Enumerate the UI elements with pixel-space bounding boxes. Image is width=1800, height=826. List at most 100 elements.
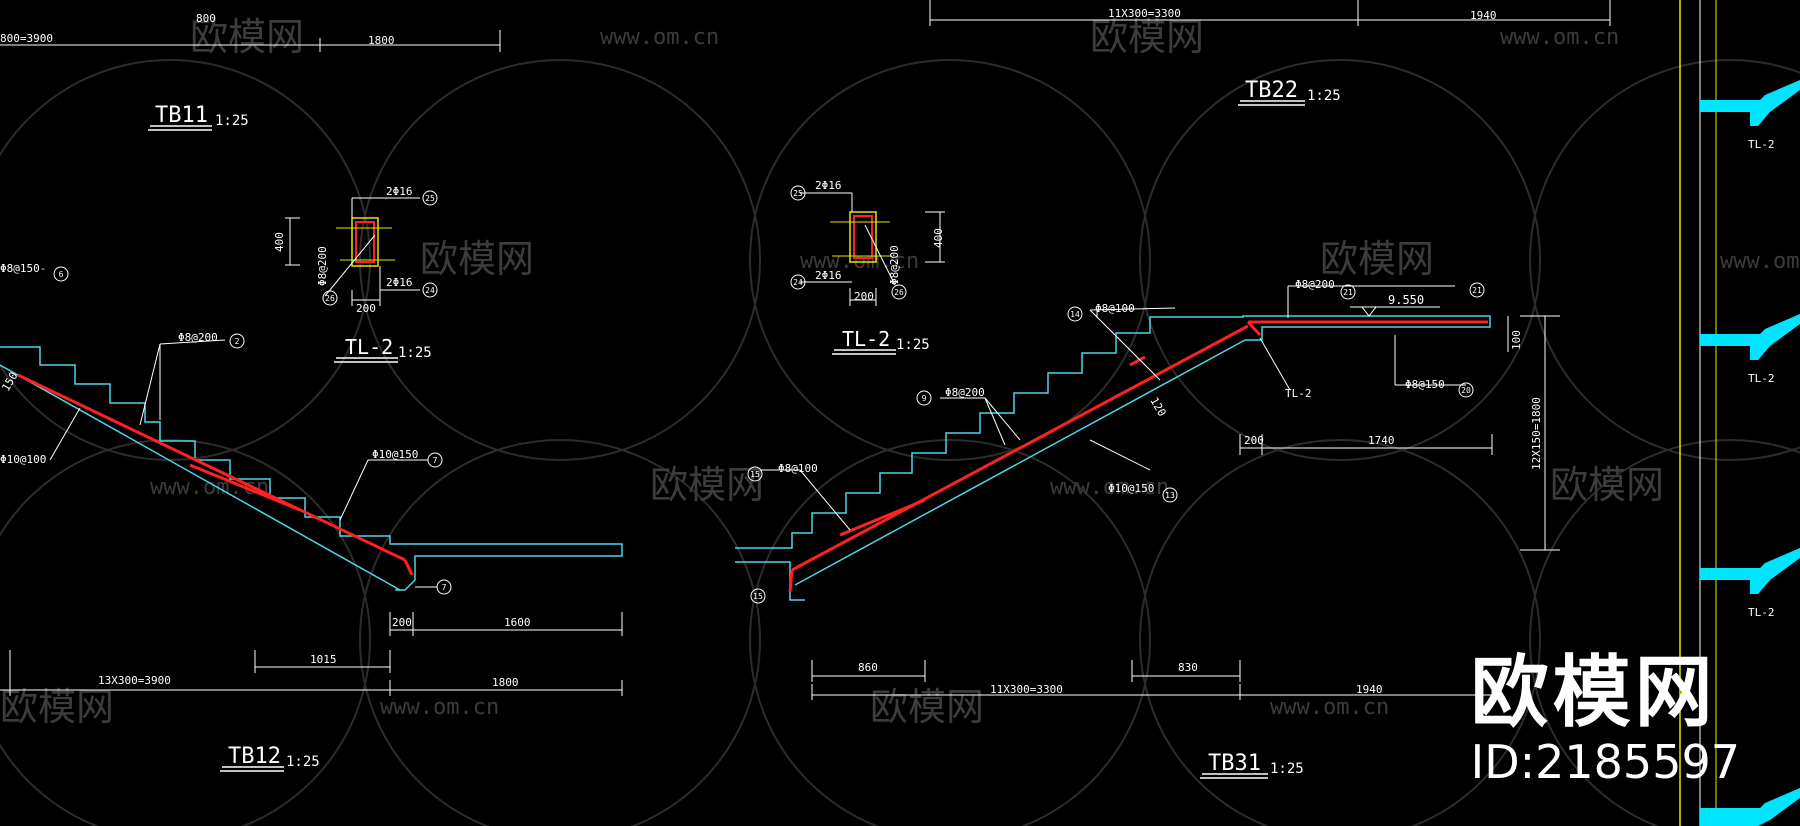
side-label: TL-2 — [1748, 138, 1775, 151]
title-tb31: TB31 — [1208, 751, 1261, 776]
dim-text: 1800 — [368, 34, 395, 47]
side-sections — [1700, 80, 1800, 826]
title-tb31-scale: 1:25 — [1270, 761, 1304, 777]
left-stair-leaders — [49, 339, 437, 588]
svg-text:21: 21 — [1472, 286, 1482, 295]
dim-text: 1940 — [1470, 9, 1497, 22]
dim-text: 13X300=3900 — [98, 674, 171, 687]
svg-text:2: 2 — [235, 337, 240, 346]
svg-text:25: 25 — [793, 189, 803, 198]
dim-text: 800 — [196, 12, 216, 25]
dim-text: 200 — [392, 616, 412, 629]
title-tb11: TB11 — [155, 103, 208, 128]
svg-text:9: 9 — [922, 394, 927, 403]
right-stair-rebar — [788, 320, 1488, 593]
tl2-right-section: 2Φ16 2Φ16 Φ8@200 400 200 — [800, 179, 945, 306]
title-tb22: TB22 — [1245, 78, 1298, 103]
svg-text:15: 15 — [750, 470, 760, 479]
dim-text: 11X300=3300 — [1108, 7, 1181, 20]
dim-text: 860 — [858, 661, 878, 674]
rebar-label: Φ8@200 — [316, 246, 329, 286]
side-label: TL-2 — [1748, 372, 1775, 385]
watermark-brand: 欧模网 — [870, 685, 984, 729]
title-tb12-scale: 1:25 — [286, 754, 320, 770]
watermark-site: www.om.cn — [380, 695, 499, 720]
watermark-site: www.om.cn — [1050, 475, 1169, 500]
svg-text:9.550: 9.550 — [1388, 293, 1424, 307]
svg-text:7: 7 — [442, 583, 447, 592]
dim-text: 120 — [1147, 395, 1168, 419]
dim-text: 800=3900 — [0, 32, 53, 45]
svg-text:25: 25 — [425, 194, 435, 203]
rebar-label: Φ8@200 — [1295, 278, 1335, 291]
rebar-label: Φ8@200 — [945, 386, 985, 399]
watermark-site: www.om.cn — [600, 25, 719, 50]
dim-text: 400 — [932, 228, 945, 248]
left-stair-rebar — [17, 373, 414, 576]
watermark-brand: 欧模网 — [190, 15, 304, 59]
title-tl2-left-scale: 1:25 — [398, 345, 432, 361]
watermark-brand: 欧模网 — [1550, 463, 1664, 507]
title-tl2-right: TL-2 — [842, 327, 890, 351]
rebar-label: 2Φ16 — [815, 179, 842, 192]
dim-text: 400 — [273, 232, 286, 252]
rebar-label: 2Φ16 — [815, 269, 842, 282]
watermark-logo: 欧模网 ID:2185597 — [1471, 650, 1740, 788]
watermark-site: www.om.cn — [1270, 695, 1389, 720]
title-tb22-scale: 1:25 — [1307, 88, 1341, 104]
tl2-left-section: 2Φ16 2Φ16 Φ8@200 400 200 — [273, 185, 420, 315]
title-tb11-scale: 1:25 — [215, 113, 249, 129]
svg-text:26: 26 — [894, 288, 904, 297]
title-tl2-left: TL-2 — [345, 335, 393, 359]
drawing-titles: TB11 1:25 TB22 1:25 TL-2 1:25 TL-2 1:25 … — [155, 78, 1341, 777]
right-stair-outline — [735, 315, 1491, 601]
dim-text: 12X150=1800 — [1530, 397, 1543, 470]
dim-text: 1940 — [1356, 683, 1383, 696]
sheet-border — [1679, 0, 1717, 826]
watermark-brands: 欧模网 欧模网 欧模网 欧模网 欧模网 欧模网 欧模网 欧模网 — [0, 15, 1664, 729]
svg-text:21: 21 — [1343, 288, 1353, 297]
callout-circles — [53, 185, 1485, 604]
svg-text:24: 24 — [425, 286, 435, 295]
watermark-id: ID:2185597 — [1470, 735, 1740, 789]
watermark-site: www.om.cn — [1720, 249, 1800, 274]
rebar-label: Φ10@150 — [372, 448, 418, 461]
title-tl2-right-scale: 1:25 — [896, 337, 930, 353]
svg-text:26: 26 — [325, 294, 335, 303]
rebar-label: 2Φ16 — [386, 185, 413, 198]
watermark-brand: 欧模网 — [1090, 15, 1204, 59]
left-stair-outline — [0, 346, 623, 591]
rebar-label: Φ8@150 — [1405, 378, 1445, 391]
watermark-brand-large: 欧模网 — [1470, 648, 1717, 738]
dim-text: 200 — [1244, 434, 1264, 447]
top-dimensions — [0, 0, 1611, 52]
dim-text: 200 — [356, 302, 376, 315]
side-label: TL-2 — [1748, 606, 1775, 619]
left-bottom-dims — [0, 612, 623, 696]
svg-text:13: 13 — [1165, 491, 1175, 500]
rebar-label: Φ10@100 — [0, 453, 46, 466]
watermark-site: www.om.cn — [1500, 25, 1619, 50]
watermark-brand: 欧模网 — [1320, 237, 1434, 281]
rebar-label: Φ8@150- — [0, 262, 46, 275]
svg-text:24: 24 — [793, 278, 803, 287]
watermark-texts: www.om.cn www.om.cn www.om.cn www.om.cn … — [150, 25, 1800, 720]
title-tb12: TB12 — [228, 744, 281, 769]
dim-text: 11X300=3300 — [990, 683, 1063, 696]
rebar-label: Φ8@200 — [178, 331, 218, 344]
svg-text:14: 14 — [1070, 310, 1080, 319]
dim-text: 100 — [1510, 330, 1523, 350]
svg-text:6: 6 — [59, 270, 64, 279]
title-underlines — [148, 100, 1305, 779]
rebar-label: 2Φ16 — [386, 276, 413, 289]
dim-text: 1015 — [310, 653, 337, 666]
rebar-label: Φ10@150 — [1108, 482, 1154, 495]
dim-text: 830 — [1178, 661, 1198, 674]
rebar-label: TL-2 — [1285, 387, 1312, 400]
right-dims — [811, 315, 1560, 700]
callout-numbers: 2 6 7 7 24 25 26 24 25 26 9 13 14 15 15 … — [59, 189, 1482, 601]
dim-text: 1800 — [492, 676, 519, 689]
elevation-mark: 9.550 — [1350, 293, 1440, 317]
dim-text: 200 — [854, 290, 874, 303]
